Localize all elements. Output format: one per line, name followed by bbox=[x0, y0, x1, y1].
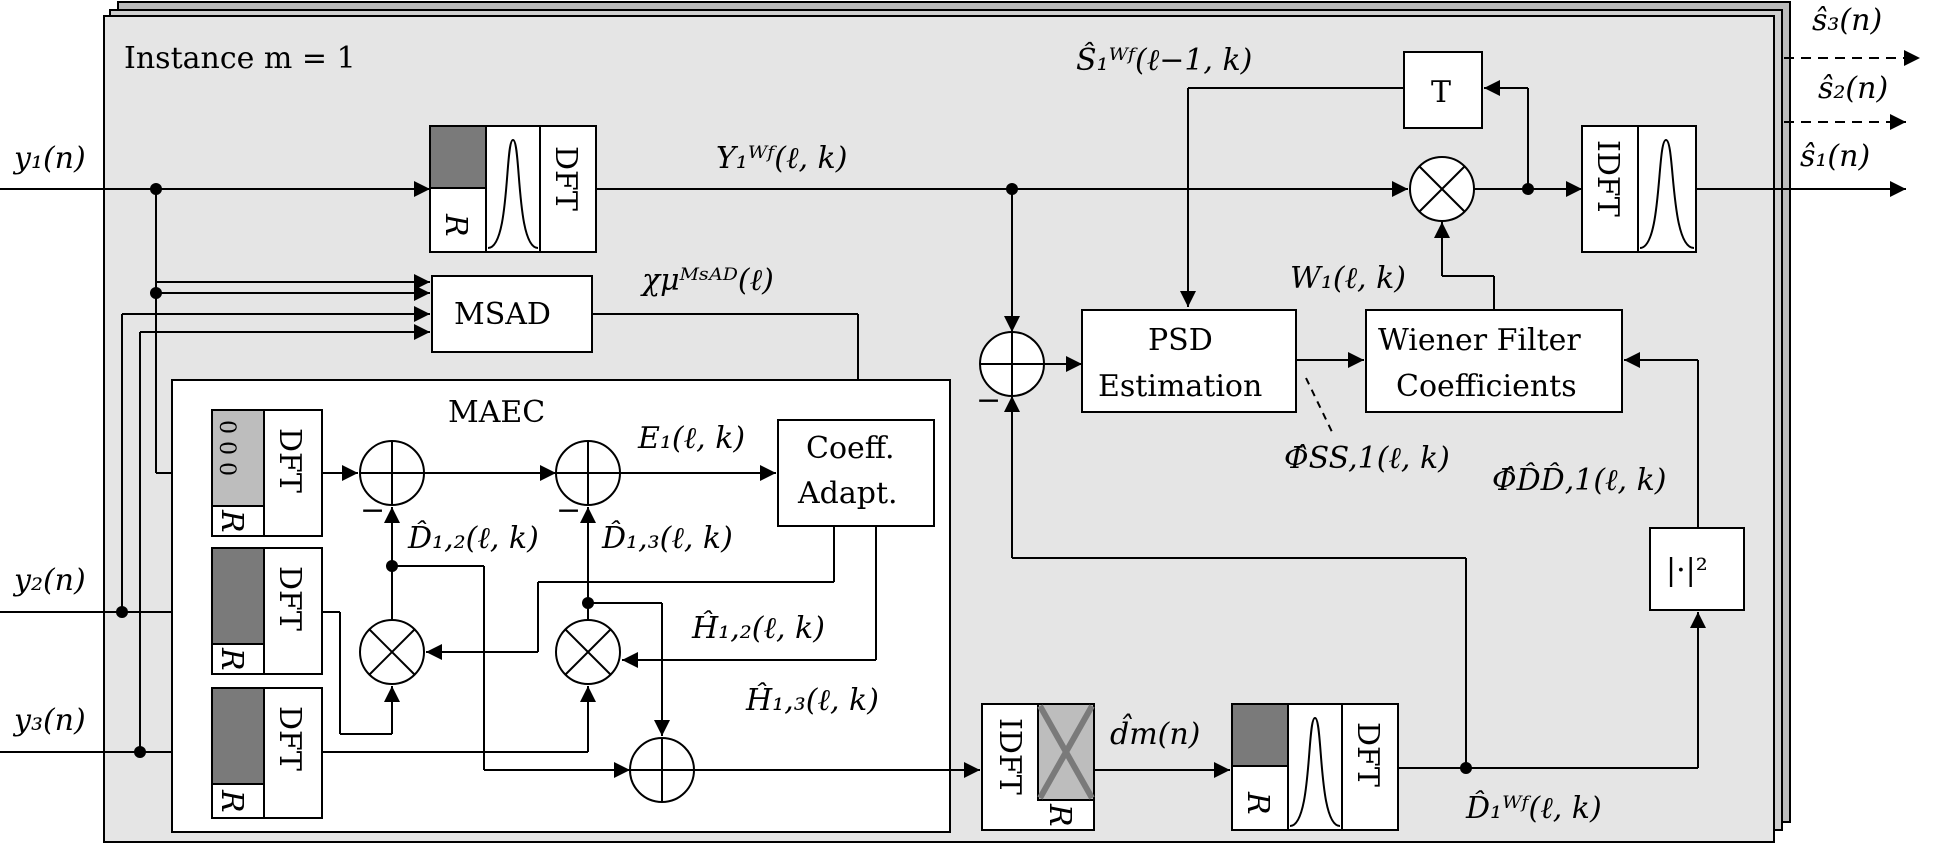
coeff-adapt-block bbox=[777, 419, 935, 527]
wf-multiplier bbox=[1409, 156, 1475, 222]
maec-sum-1 bbox=[359, 440, 425, 506]
maec-mult-2 bbox=[555, 619, 621, 685]
r-label-y1: R bbox=[438, 213, 473, 237]
idft-label-output: IDFT bbox=[1590, 140, 1625, 217]
minus-sum1: − bbox=[360, 493, 385, 528]
maec-sum-3 bbox=[629, 737, 695, 803]
y3-label: y₃(n) bbox=[12, 703, 86, 738]
maec-title: MAEC bbox=[448, 395, 545, 430]
maec-idft-block: IDFT R bbox=[981, 703, 1095, 831]
delay-block bbox=[1403, 51, 1483, 129]
W1-label: W₁(ℓ, k) bbox=[1290, 261, 1406, 296]
dm-dft-block: R DFT bbox=[1231, 703, 1399, 831]
s3-label: ŝ₃(n) bbox=[1812, 3, 1882, 38]
Y1WF-label: Y₁ᵂᶠ(ℓ, k) bbox=[716, 141, 847, 176]
y1-label: y₁(n) bbox=[12, 141, 86, 176]
minus-sum2: − bbox=[556, 493, 581, 528]
minus-main-sum: − bbox=[976, 383, 1001, 418]
r-label-maec3: R bbox=[214, 789, 249, 813]
dft-label-maec3: DFT bbox=[272, 706, 307, 771]
maec-dft-y1: 0 0 0 R DFT bbox=[211, 409, 323, 537]
dft-label-maec2: DFT bbox=[272, 566, 307, 631]
wiener-label-1: Wiener Filter bbox=[1378, 323, 1581, 358]
D1WF-label: D̂₁ᵂᶠ(ℓ, k) bbox=[1465, 791, 1602, 826]
s1-label: ŝ₁(n) bbox=[1800, 139, 1870, 174]
idft-label-maec: IDFT bbox=[992, 718, 1027, 795]
output-idft-block: IDFT bbox=[1581, 125, 1697, 253]
S1WF-label: Ŝ₁ᵂᶠ(ℓ−1, k) bbox=[1076, 42, 1252, 78]
psd-block bbox=[1081, 309, 1297, 413]
dm-label: d̂m(n) bbox=[1110, 713, 1200, 752]
maec-dft-y3: R DFT bbox=[211, 687, 323, 819]
instance-label: Instance m = 1 bbox=[124, 41, 356, 76]
dft-label-dm: DFT bbox=[1350, 722, 1385, 787]
D12-label: D̂₁,₂(ℓ, k) bbox=[407, 521, 539, 556]
maec-dft-y2: R DFT bbox=[211, 547, 323, 675]
msad-label: MSAD bbox=[454, 297, 551, 332]
zeros-label: 0 0 0 bbox=[214, 420, 239, 476]
wiener-label-2: Coefficients bbox=[1396, 369, 1577, 404]
H12-label: Ĥ₁,₂(ℓ, k) bbox=[691, 610, 825, 646]
maec-mult-1 bbox=[359, 619, 425, 685]
PhiSS-label: Φ̂SS,1(ℓ, k) bbox=[1284, 441, 1450, 476]
coeff-label-2: Adapt. bbox=[797, 476, 898, 511]
msad-block bbox=[431, 275, 593, 353]
s2-label: ŝ₂(n) bbox=[1818, 71, 1888, 106]
dft-label-y1: DFT bbox=[548, 146, 583, 211]
E1-label: E₁(ℓ, k) bbox=[637, 421, 745, 456]
r-label-maec1: R bbox=[214, 509, 249, 533]
magsq-block bbox=[1649, 527, 1745, 611]
psd-label-2: Estimation bbox=[1098, 369, 1262, 404]
delay-label: T bbox=[1431, 75, 1451, 110]
chi-label: χμᴹˢᴬᴰ(ℓ) bbox=[640, 263, 774, 298]
r-label-maec2: R bbox=[214, 647, 249, 671]
wiener-block bbox=[1365, 309, 1623, 413]
y1-dft-block: R DFT bbox=[429, 125, 597, 253]
D13-label: D̂₁,₃(ℓ, k) bbox=[601, 521, 733, 556]
y2-label: y₂(n) bbox=[12, 563, 86, 598]
coeff-label-1: Coeff. bbox=[806, 431, 895, 466]
r-label-dm: R bbox=[1240, 791, 1275, 815]
dft-label-maec1: DFT bbox=[272, 428, 307, 493]
maec-sum-2 bbox=[555, 440, 621, 506]
H13-label: Ĥ₁,₃(ℓ, k) bbox=[745, 682, 879, 718]
main-sum bbox=[979, 331, 1045, 397]
PhiSS-pointer bbox=[1305, 377, 1335, 437]
magsq-label: |·|² bbox=[1666, 553, 1708, 588]
r-label-idft: R bbox=[1042, 803, 1077, 827]
PhiDD-label: Φ̂D̂D̂,1(ℓ, k) bbox=[1492, 463, 1666, 498]
psd-label-1: PSD bbox=[1148, 323, 1213, 358]
